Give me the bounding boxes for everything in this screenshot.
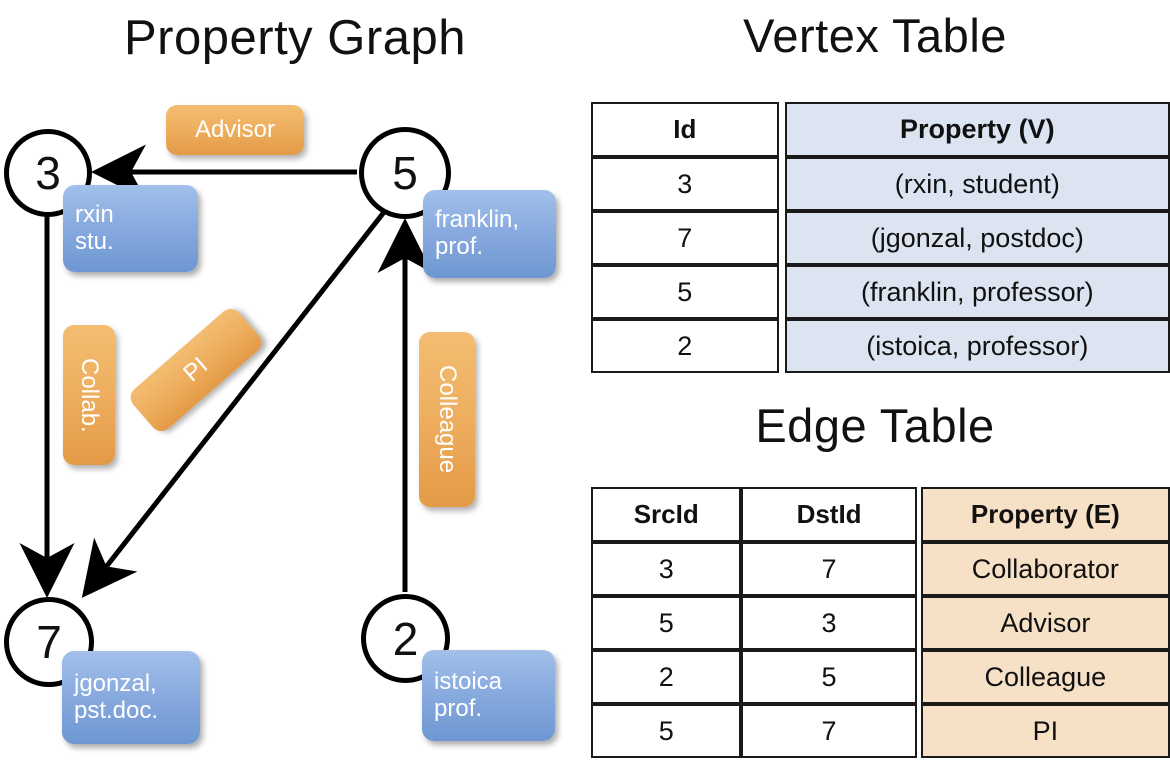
edge-cell-dstid: 7 [741,704,917,758]
graph-node-2-property-box: istoica prof. [422,650,555,741]
vertex-header-property: Property (V) [784,102,1170,157]
edge-pi-5-to-7 [81,205,390,598]
node-5-prop-line1: franklin, [435,206,520,234]
vertex-cell-property: (jgonzal, postdoc) [784,211,1170,265]
column-gap [916,596,921,650]
node-2-prop-line1: istoica [434,667,503,695]
graph-node-3-property-box: rxin stu. [63,185,198,272]
graph-node-2[interactable]: 2 [361,594,450,683]
edge-cell-dstid: 7 [741,542,917,596]
table-row: 2 (istoica, professor) [591,319,1170,373]
graph-edges-svg [19,144,433,598]
property-graph-panel: Property Graph Advisor Collab. PI Collea… [4,11,556,744]
vertex-cell-property: (rxin, student) [784,157,1170,211]
graph-node-5[interactable]: 5 [359,127,451,219]
node-7-prop-line1: jgonzal, [74,669,157,697]
node-7-prop-line2: pst.doc. [74,696,159,724]
table-row: 5 3 Advisor [591,596,1170,650]
column-gap [778,319,785,373]
edge-label-advisor: Advisor [166,105,304,155]
graph-node-5-property-box: franklin, prof. [423,190,556,278]
edge-cell-srcid: 3 [591,542,742,596]
table-row: 7 (jgonzal, postdoc) [591,211,1170,265]
edge-table-title: Edge Table [755,399,995,452]
vertex-cell-id: 2 [591,319,779,373]
edge-label-collab: Collab. [63,325,115,465]
vertex-cell-property: (franklin, professor) [784,265,1170,319]
column-gap [916,704,921,758]
vertex-header-id: Id [591,102,779,157]
node-2-prop-line2: prof. [434,694,483,722]
vertex-cell-id: 5 [591,265,779,319]
vertex-cell-property: (istoica, professor) [784,319,1170,373]
edge-cell-srcid: 2 [591,650,742,704]
edge-cell-property: Advisor [920,596,1170,650]
edge-cell-property: Colleague [920,650,1170,704]
property-graph-title: Property Graph [124,11,466,65]
edge-label-colleague: Colleague [419,332,475,507]
edge-cell-dstid: 3 [741,596,917,650]
vertex-table-title: Vertex Table [743,9,1007,62]
node-3-prop-line2: stu. [75,227,114,255]
column-gap [778,157,785,211]
column-gap [778,102,785,157]
edge-cell-dstid: 5 [741,650,917,704]
table-row: 2 5 Colleague [591,650,1170,704]
edge-cell-srcid: 5 [591,704,742,758]
column-gap [916,542,921,596]
table-row: 3 (rxin, student) [591,157,1170,211]
edge-header-dstid: DstId [741,487,917,542]
node-5-prop-line2: prof. [435,233,484,260]
edge-cell-property: PI [920,704,1170,758]
vertex-cell-id: 7 [591,211,779,265]
table-header-row: Id Property (V) [591,102,1170,157]
vertex-cell-id: 3 [591,157,779,211]
edge-header-property: Property (E) [920,487,1170,542]
table-row: 5 7 PI [591,704,1170,758]
edge-header-srcid: SrcId [591,487,742,542]
table-row: 5 (franklin, professor) [591,265,1170,319]
node-3-prop-line1: rxin [75,200,114,228]
column-gap [778,265,785,319]
vertex-table: Id Property (V) 3 (rxin, student) 7 (jgo… [591,102,1170,373]
graph-node-7-property-box: jgonzal, pst.doc. [62,651,200,744]
column-gap [778,211,785,265]
column-gap [916,487,921,542]
table-row: 3 7 Collaborator [591,542,1170,596]
table-header-row: SrcId DstId Property (E) [591,487,1170,542]
column-gap [916,650,921,704]
edge-table: SrcId DstId Property (E) 3 7 Collaborato… [591,487,1170,758]
edge-cell-property: Collaborator [920,542,1170,596]
edge-cell-srcid: 5 [591,596,742,650]
